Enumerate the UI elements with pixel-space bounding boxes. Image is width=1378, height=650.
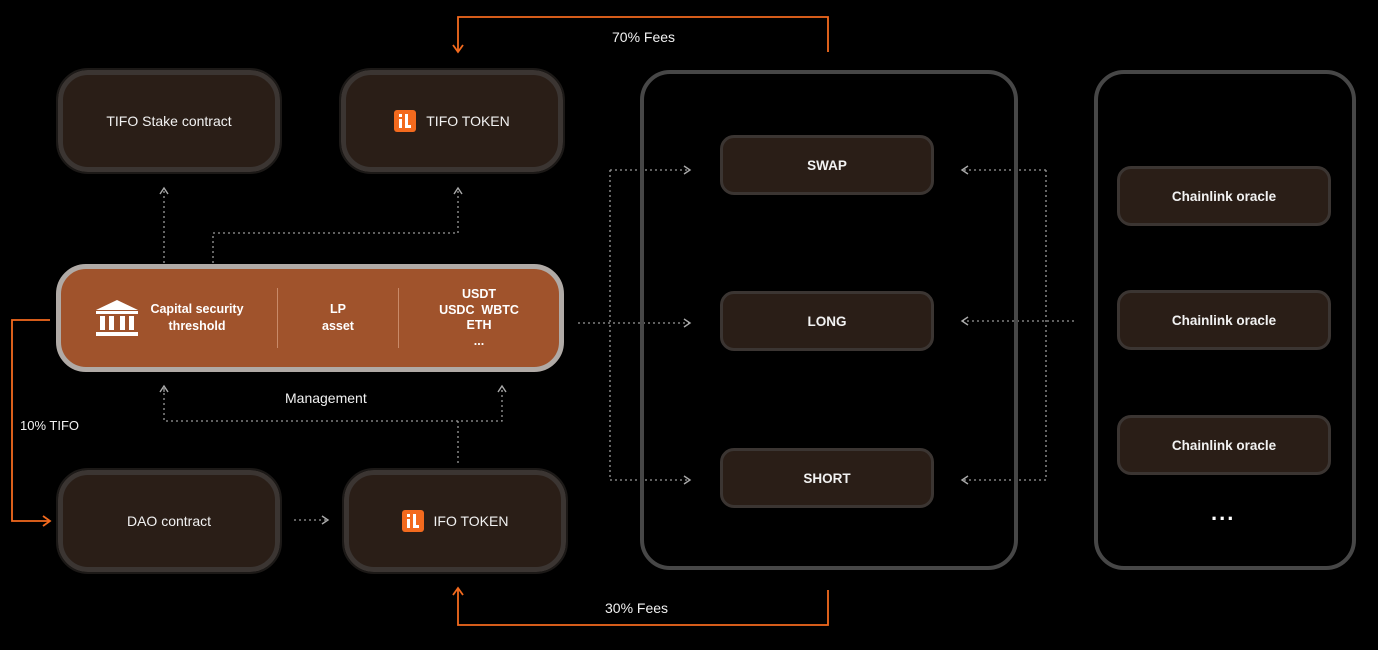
tifo-logo-icon: [394, 110, 417, 132]
oracle-panel: [1094, 70, 1356, 570]
oracle-label-3: Chainlink oracle: [1171, 437, 1277, 453]
oracle-node-1: Chainlink oracle: [1117, 166, 1331, 226]
ifo-token-label: IFO TOKEN: [433, 513, 509, 529]
capital-divider-1: [277, 288, 278, 348]
asset-line3: ETH: [466, 318, 492, 332]
tifo-stake-contract-label: TIFO Stake contract: [106, 113, 232, 129]
capital-threshold-column: Capital security threshold: [61, 298, 277, 338]
long-node: LONG: [720, 291, 934, 351]
ifo-token-node: IFO TOKEN: [342, 468, 568, 574]
asset-list-column: USDT USDC WBTC ETH ...: [399, 287, 559, 349]
swap-label: SWAP: [807, 157, 847, 173]
tifo-share-label: 10% TIFO: [20, 418, 80, 433]
oracle-node-2: Chainlink oracle: [1117, 290, 1331, 350]
asset-line2: USDC WBTC: [439, 302, 519, 317]
ifo-logo-icon: [401, 510, 424, 532]
asset-line1: USDT: [461, 287, 497, 301]
tifo-token-label: TIFO TOKEN: [426, 113, 510, 129]
fees-top-line: [452, 16, 829, 54]
asset-line4: ...: [473, 333, 485, 348]
tifo-share-line: [11, 319, 52, 527]
fees-bottom-line: [452, 586, 829, 626]
management-label: Management: [285, 390, 367, 406]
oracle-node-3: Chainlink oracle: [1117, 415, 1331, 475]
dao-contract-node: DAO contract: [56, 468, 282, 574]
short-node: SHORT: [720, 448, 934, 508]
swap-node: SWAP: [720, 135, 934, 195]
lp-line1: LP: [330, 302, 346, 316]
lp-line2: asset: [322, 319, 354, 333]
trading-panel: [640, 70, 1018, 570]
capital-to-tifo-line: [212, 186, 463, 263]
capital-threshold-line1: Capital security: [150, 302, 244, 316]
oracle-label-2: Chainlink oracle: [1171, 312, 1277, 328]
fees-top-label: 70% Fees: [612, 29, 676, 45]
tifo-token-node: TIFO TOKEN: [339, 68, 565, 174]
more-oracles-ellipsis: ...: [1211, 500, 1236, 525]
oracle-label-1: Chainlink oracle: [1171, 188, 1277, 204]
long-label: LONG: [807, 313, 847, 329]
dao-contract-label: DAO contract: [126, 513, 212, 529]
short-label: SHORT: [803, 470, 851, 486]
capital-divider-2: [398, 288, 399, 348]
capital-threshold-line2: threshold: [168, 319, 226, 333]
tifo-stake-contract-node: TIFO Stake contract: [56, 68, 282, 174]
management-line: [163, 388, 503, 422]
bank-icon: [96, 300, 139, 336]
fees-bottom-label: 30% Fees: [605, 600, 669, 616]
capital-security-node: Capital security threshold LP asset USDT…: [56, 264, 564, 372]
lp-asset-column: LP asset: [278, 301, 398, 335]
